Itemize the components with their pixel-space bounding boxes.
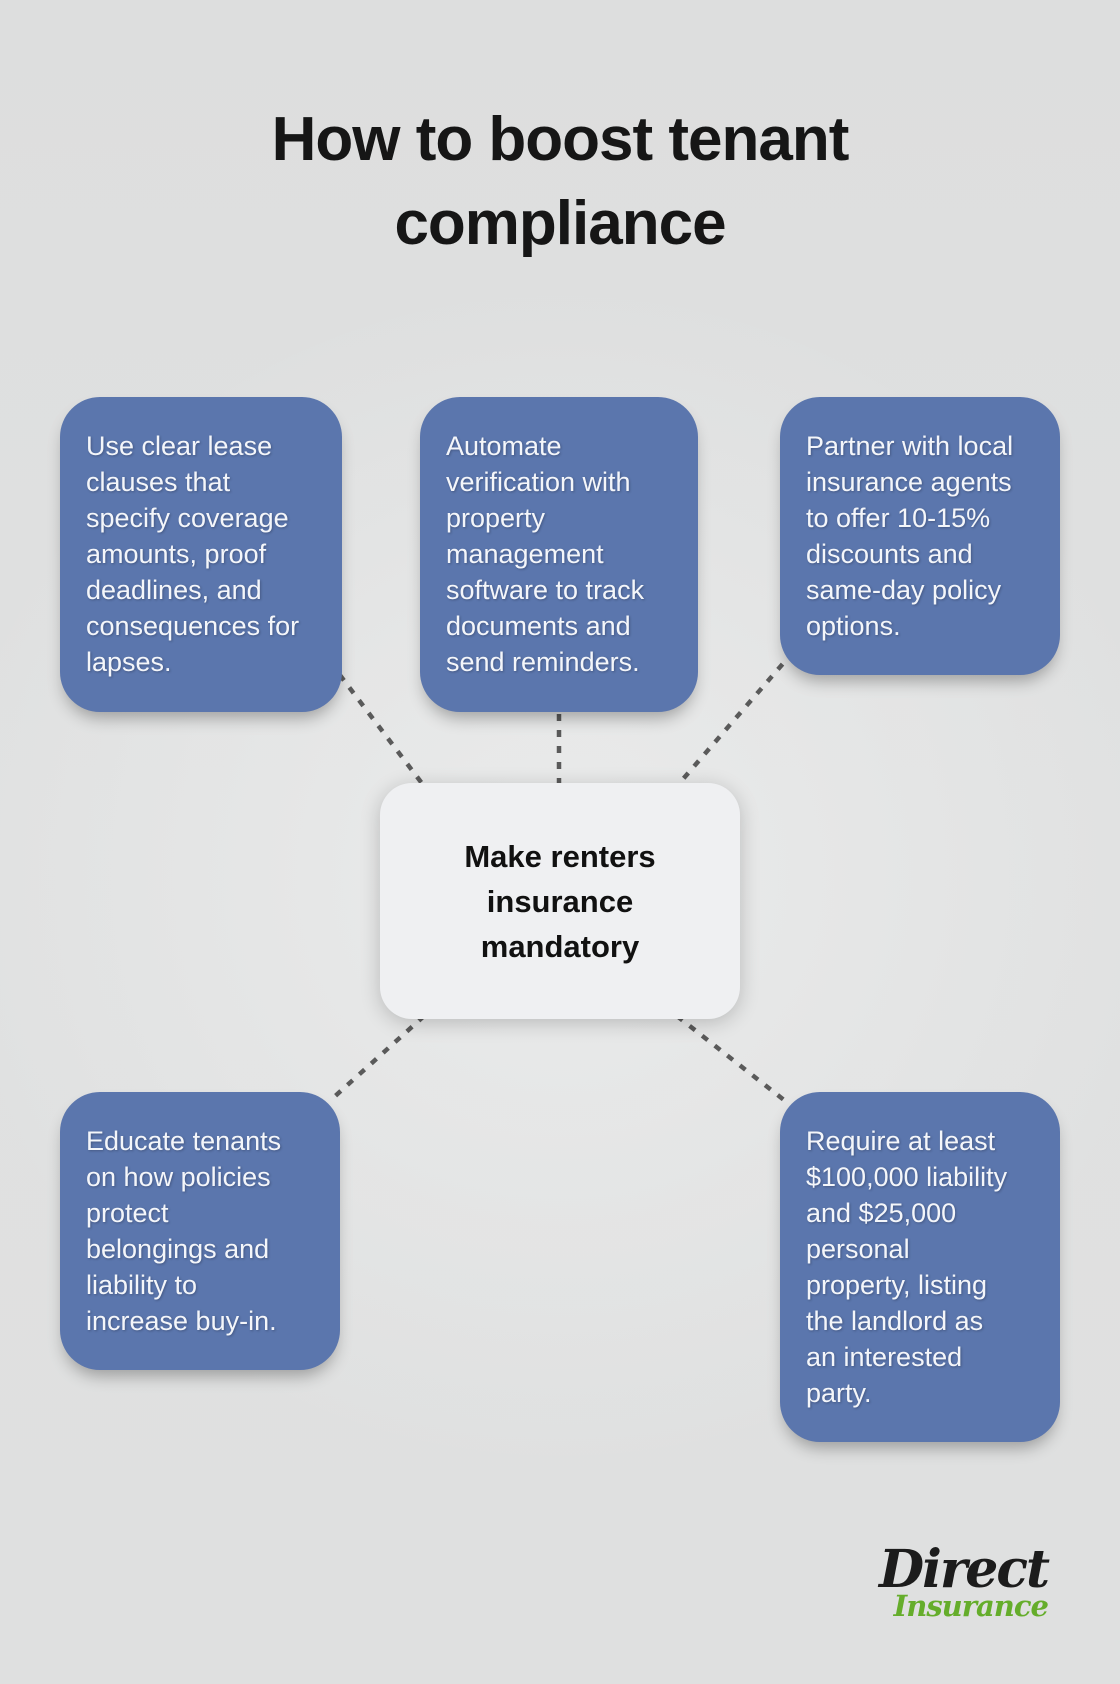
tip-box-partner-agents: Partner with local insurance agents to o… xyxy=(780,397,1060,675)
logo-primary-text: Direct xyxy=(878,1539,1050,1600)
connector-bottom-left xyxy=(331,1014,426,1100)
central-topic-node: Make renters insurance mandatory xyxy=(380,783,740,1019)
connector-top-left xyxy=(328,660,426,788)
tip-box-lease-clauses: Use clear lease clauses that specify cov… xyxy=(60,397,342,712)
logo-secondary-text: Insurance xyxy=(893,1589,1049,1623)
page-title: How to boost tenant compliance xyxy=(271,105,850,258)
connector-top-right xyxy=(675,650,795,788)
connector-bottom-right xyxy=(675,1014,786,1102)
direct-insurance-logo: Direct Insurance xyxy=(878,1539,1050,1623)
tip-box-require-coverage: Require at least $100,000 liability and … xyxy=(780,1092,1060,1442)
tip-box-automate-verification: Automate verification with property mana… xyxy=(420,397,698,712)
tip-box-educate-tenants: Educate tenants on how policies protect … xyxy=(60,1092,340,1370)
